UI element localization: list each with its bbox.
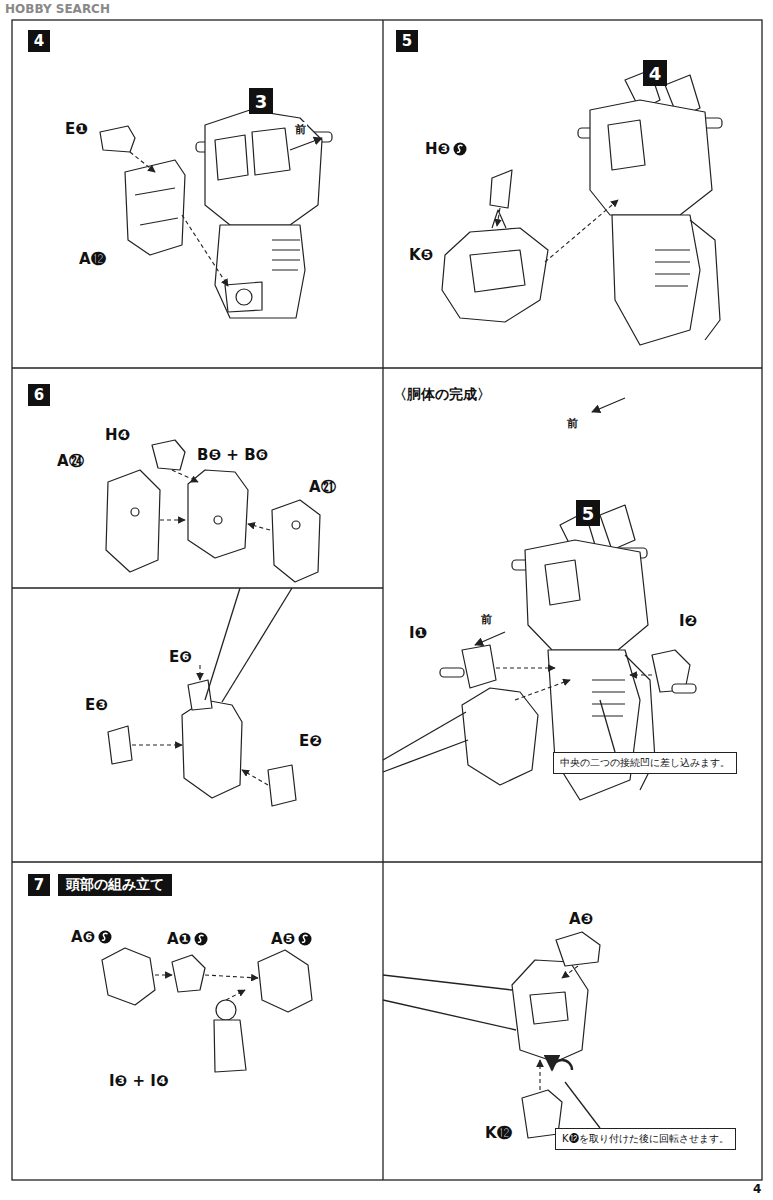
part-label: A❶ xyxy=(166,930,192,948)
label-holder: I❷ xyxy=(678,612,698,630)
label-holder: 〈胴体の完成〉 xyxy=(392,386,492,404)
label-holder: H❹ xyxy=(104,426,131,444)
label-holder: HOBBY SEARCH xyxy=(4,2,111,16)
label-holder: 前 xyxy=(566,416,579,431)
part-label: K❺ xyxy=(408,246,434,264)
node-text: 4 xyxy=(649,63,662,84)
part-label: I❶ xyxy=(408,624,428,642)
label-holder: A❸ xyxy=(568,910,594,928)
part-label: I❸ + I❹ xyxy=(108,1072,170,1090)
node-text: 5 xyxy=(582,503,595,524)
reference-number: 4 xyxy=(643,60,667,86)
part-label: A❻ xyxy=(70,928,96,946)
part-label: E❶ xyxy=(64,120,89,138)
label-holder: A❺ xyxy=(270,930,312,948)
label-holder: I❸ + I❹ xyxy=(108,1072,170,1090)
label-holder: K⓬ xyxy=(484,1124,513,1142)
watermark: HOBBY SEARCH xyxy=(4,2,111,16)
section-heading: 頭部の組み立て xyxy=(58,874,172,896)
label-holder: 前 xyxy=(294,122,307,137)
part-label: A⓬ xyxy=(78,250,107,268)
page-number: 4 xyxy=(752,1182,762,1196)
part-label: A❸ xyxy=(568,910,594,928)
plating-symbol xyxy=(194,932,208,946)
part-label: B❺ + B❻ xyxy=(196,446,269,464)
label-holder: A❻ xyxy=(70,928,112,946)
note-box: K⓬を取り付けた後に回転させます。 xyxy=(555,1128,736,1150)
label-holder: E❶ xyxy=(64,120,89,138)
label-holder: E❷ xyxy=(298,732,323,750)
part-label: A❺ xyxy=(270,930,296,948)
direction-mark: 前 xyxy=(294,122,307,137)
reference-number: 3 xyxy=(249,88,273,114)
plating-symbol xyxy=(298,932,312,946)
node-text: 頭部の組み立て xyxy=(66,876,164,892)
label-holder: H❸ xyxy=(424,140,467,158)
label-holder: E❻ xyxy=(168,648,193,666)
part-label: E❻ xyxy=(168,648,193,666)
node-text: 3 xyxy=(255,91,268,112)
part-label: A㉑ xyxy=(308,478,337,496)
plating-symbol xyxy=(453,142,467,156)
label-holder: A⓬ xyxy=(78,250,107,268)
step-number: 5 xyxy=(396,30,418,52)
step-number: 4 xyxy=(28,30,50,52)
part-label: E❸ xyxy=(84,696,109,714)
step-number: 6 xyxy=(28,384,50,406)
step-number: 7 xyxy=(28,874,50,896)
direction-mark: 前 xyxy=(480,612,493,627)
label-holder: E❸ xyxy=(84,696,109,714)
node-text: 7 xyxy=(34,876,44,894)
label-holder: 4 xyxy=(752,1182,762,1196)
node-text: 4 xyxy=(34,32,44,50)
part-label: H❸ xyxy=(424,140,451,158)
label-holder: A❶ xyxy=(166,930,208,948)
reference-number: 5 xyxy=(576,500,600,526)
node-text: 中央の二つの接続凹に差し込みます。 xyxy=(560,757,730,768)
note-box: 中央の二つの接続凹に差し込みます。 xyxy=(553,752,737,774)
label-holder: 前 xyxy=(480,612,493,627)
part-label: K⓬ xyxy=(484,1124,513,1142)
part-label: H❹ xyxy=(104,426,131,444)
label-holder: K❺ xyxy=(408,246,434,264)
node-text: 6 xyxy=(34,386,44,404)
part-label: E❷ xyxy=(298,732,323,750)
label-holder: I❶ xyxy=(408,624,428,642)
node-text: 5 xyxy=(402,32,412,50)
plating-symbol xyxy=(98,930,112,944)
label-holder: A㉑ xyxy=(308,478,337,496)
label-holder: B❺ + B❻ xyxy=(196,446,269,464)
label-holder: A㉔ xyxy=(56,452,85,470)
node-text: K⓬を取り付けた後に回転させます。 xyxy=(562,1133,729,1144)
part-label: I❷ xyxy=(678,612,698,630)
part-label: A㉔ xyxy=(56,452,85,470)
direction-mark: 前 xyxy=(566,416,579,431)
section-heading: 〈胴体の完成〉 xyxy=(392,386,492,404)
